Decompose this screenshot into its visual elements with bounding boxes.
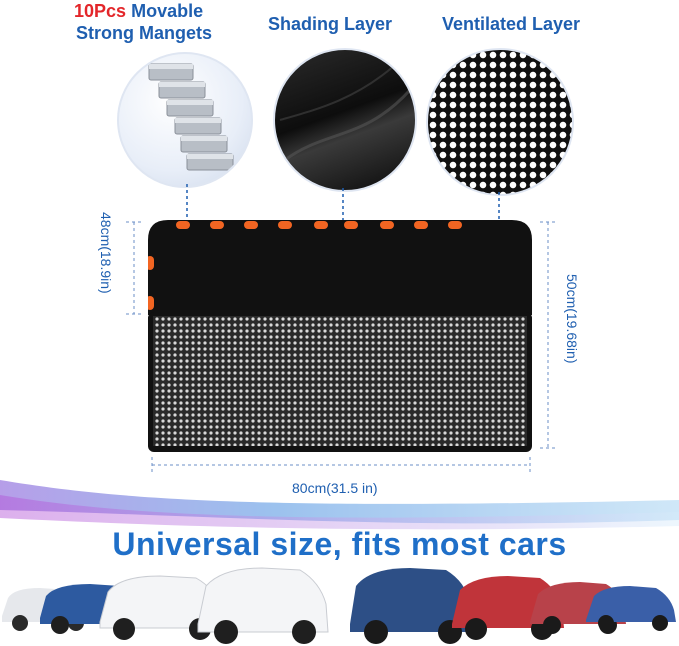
ventilated-layer-label: Ventilated Layer <box>442 14 581 34</box>
fabric-folds-icon <box>279 64 412 162</box>
height-left-label: 48cm(18.9in) <box>98 212 114 294</box>
ventilated-mesh-image <box>426 48 574 196</box>
magnets-label-line2: Strong Mangets <box>76 23 213 43</box>
magnets-label-rest: Movable <box>131 1 204 21</box>
sunshade-cover <box>146 220 532 452</box>
shading-fabric-image <box>273 48 417 192</box>
magnets-count: 10Pcs <box>74 1 127 21</box>
magnets-image <box>117 52 253 188</box>
magnet-stack-icon <box>148 63 234 171</box>
headline: Universal size, fits most cars <box>112 526 567 562</box>
decorative-swoosh <box>0 480 679 530</box>
magnets-label: 10Pcs Movable <box>74 0 203 22</box>
cars-row <box>2 567 676 644</box>
width-bottom-label: 80cm(31.5 in) <box>292 480 378 496</box>
height-right-label: 50cm(19.68in) <box>564 274 580 364</box>
shading-layer-label: Shading Layer <box>268 14 393 34</box>
sunshade-graphic <box>146 220 532 452</box>
